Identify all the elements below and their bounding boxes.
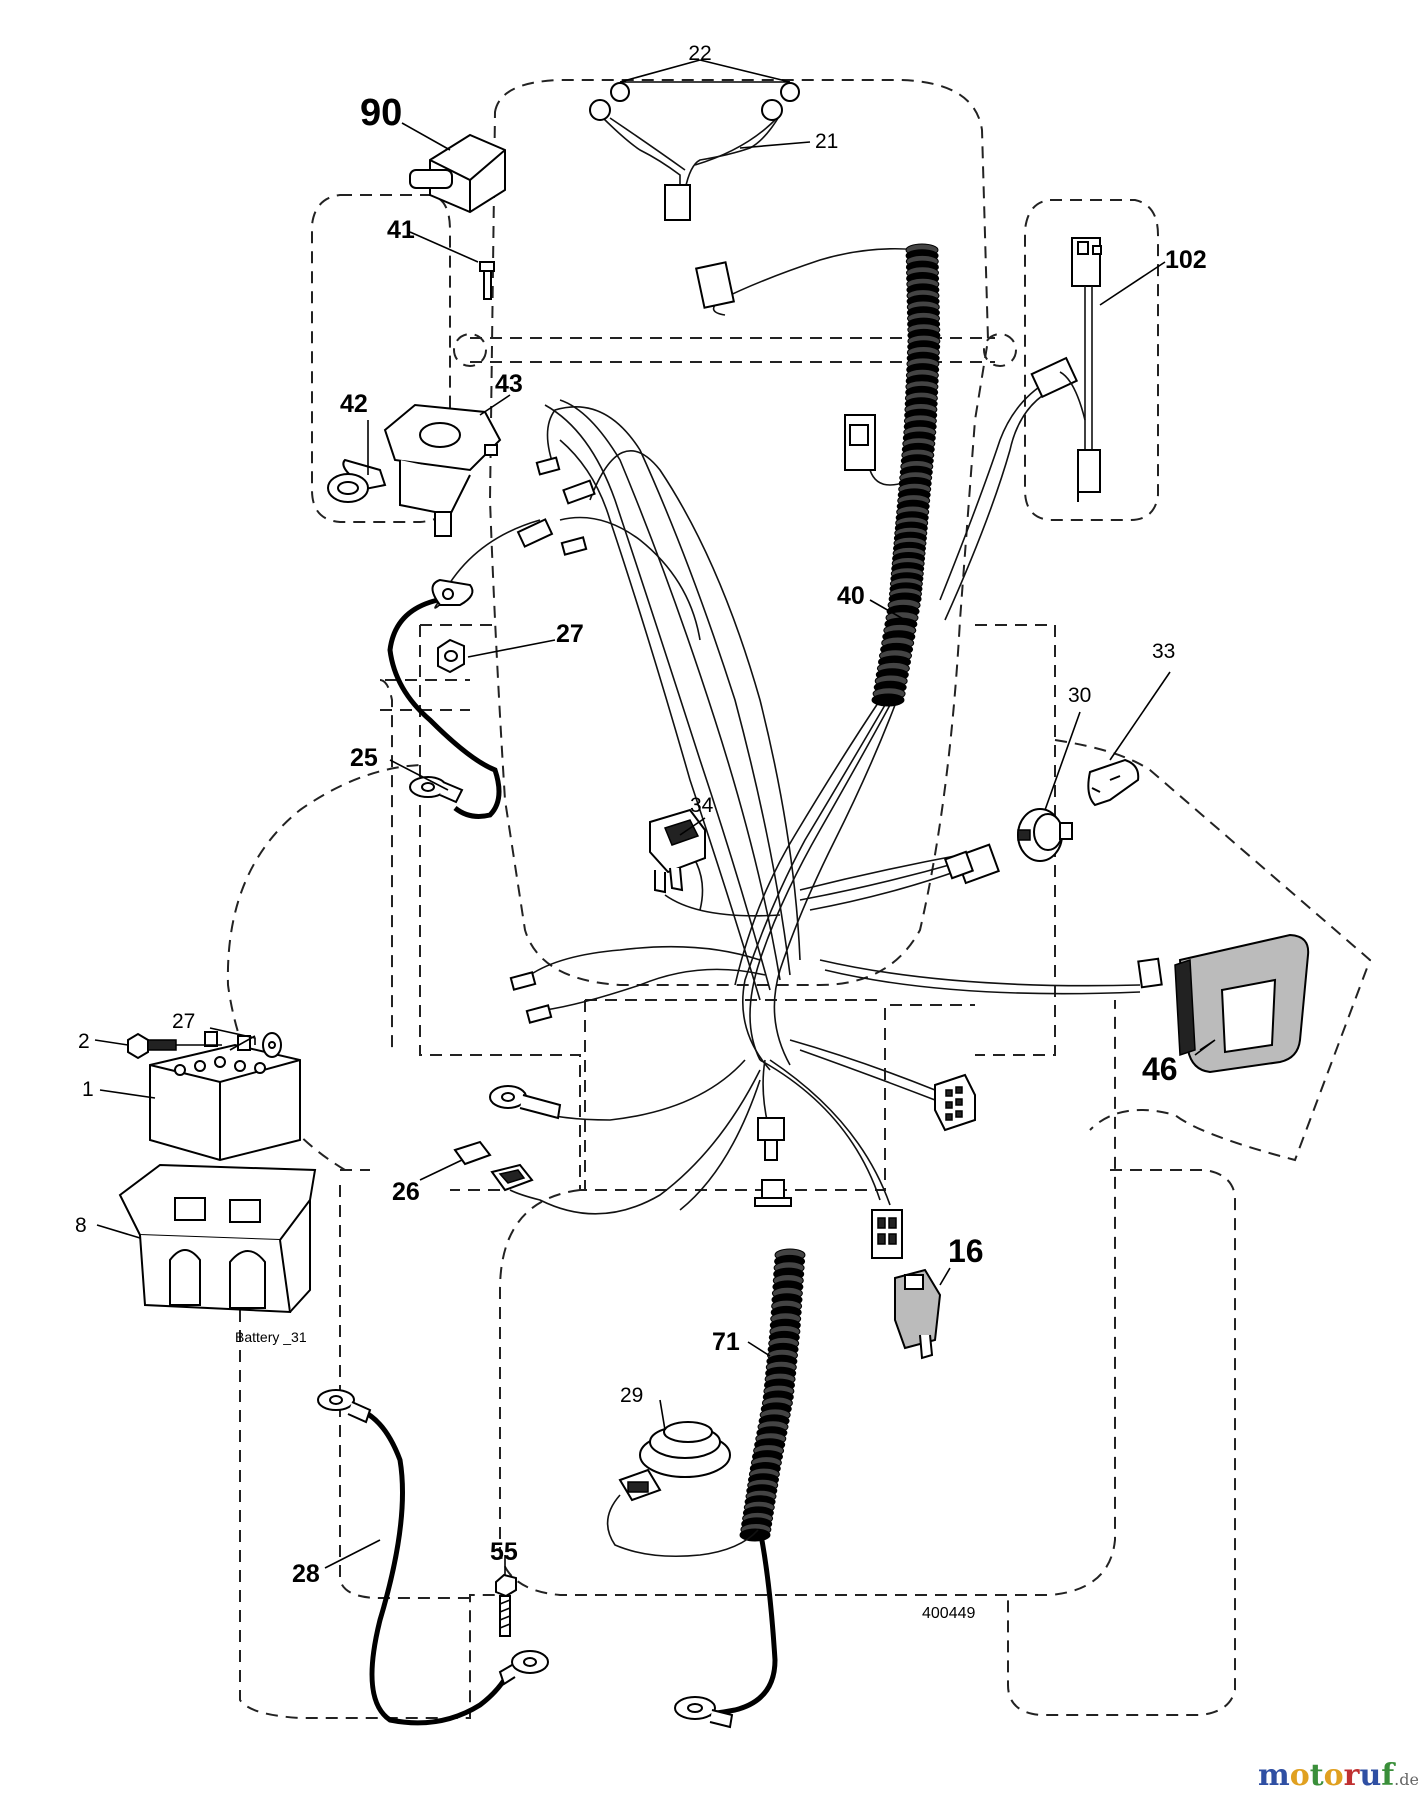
callout-42: 42 <box>340 390 368 418</box>
part-46-headlight <box>1137 933 1310 1074</box>
part-71-plug <box>754 1117 792 1207</box>
callout-1: 1 <box>82 1078 94 1101</box>
part-40-connectors <box>694 261 876 471</box>
part-16-seat-switch <box>894 1268 942 1360</box>
callout-90: 90 <box>360 92 402 134</box>
part-8-battery-tray <box>118 1163 317 1314</box>
callout-71: 71 <box>712 1328 740 1356</box>
part-90-knob <box>409 133 506 214</box>
brand-logo-letter: m <box>1258 1758 1290 1793</box>
callout-16: 16 <box>948 1233 984 1269</box>
part-30-key-switch <box>943 808 1073 885</box>
harness-lower-connector <box>871 1209 903 1259</box>
callout-43: 43 <box>495 370 523 398</box>
chassis-outlines <box>226 79 1372 1719</box>
brand-logo-letter: o <box>1290 1758 1310 1793</box>
part-55-bolt <box>495 1573 517 1637</box>
brand-logo-letter: u <box>1359 1758 1381 1793</box>
brand-logo-suffix: .de <box>1394 1770 1418 1789</box>
brand-logo-text: motoruf <box>1258 1758 1396 1793</box>
callout-8: 8 <box>75 1214 87 1237</box>
figure-number: 400449 <box>922 1605 975 1622</box>
part-27-nut <box>437 638 465 674</box>
brand-logo-letter: t <box>1310 1758 1324 1793</box>
part-71-coiled-conduit <box>739 1248 806 1542</box>
part-43-ignition-switch <box>383 403 502 537</box>
callout-46: 46 <box>1142 1051 1178 1087</box>
callout-30: 30 <box>1068 684 1091 707</box>
battery-caption: Battery _31 <box>235 1329 307 1345</box>
part-41-screw <box>479 261 495 300</box>
part-2-bolt <box>127 1032 222 1060</box>
harness-wires <box>434 114 1141 1215</box>
callout-27b: 27 <box>172 1010 195 1033</box>
callout-33: 33 <box>1152 640 1175 663</box>
brand-logo: motoruf.de <box>1258 1758 1418 1793</box>
part-102-switch-harness <box>1030 237 1102 502</box>
part-33-key <box>1087 758 1140 807</box>
callout-102: 102 <box>1165 246 1207 274</box>
brand-logo-letter: o <box>1324 1758 1344 1793</box>
part-40-coiled-conduit <box>871 243 941 707</box>
part-25-ring-terminal <box>409 776 464 804</box>
callout-21: 21 <box>815 130 838 153</box>
brand-logo-letter: f <box>1381 1758 1396 1793</box>
cables <box>358 597 778 1726</box>
part-1-battery <box>149 1031 301 1162</box>
part-26-fuse-holder <box>453 1140 534 1192</box>
harness-terminals-upper <box>431 456 596 606</box>
brand-logo-letter: r <box>1344 1758 1361 1793</box>
part-28-battery-cable <box>317 1389 549 1686</box>
callout-2: 2 <box>78 1030 90 1053</box>
callout-40: 40 <box>837 582 865 610</box>
callout-28: 28 <box>292 1560 320 1588</box>
callout-27a: 27 <box>556 620 584 648</box>
callout-labels: 90 22 21 41 102 43 42 40 27 33 30 25 34 … <box>75 42 1207 1622</box>
callout-22: 22 <box>688 42 711 65</box>
part-71-ring-terminal <box>674 1696 734 1729</box>
harness-terminals-mid <box>489 971 562 1120</box>
callout-34: 34 <box>690 794 714 817</box>
callout-41: 41 <box>387 216 415 244</box>
part-29-pto-switch <box>606 1421 759 1557</box>
callout-25: 25 <box>350 744 378 772</box>
part-34-rocker-switch <box>649 808 706 894</box>
leader-lines <box>94 59 1216 1575</box>
harness-multi-connector <box>934 1073 976 1132</box>
part-22-bulbs <box>589 82 800 221</box>
part-42-key <box>327 458 387 503</box>
callout-55: 55 <box>490 1538 518 1566</box>
callout-26: 26 <box>392 1178 420 1206</box>
callout-29: 29 <box>620 1384 643 1407</box>
conduit-segment <box>871 693 905 707</box>
conduit-segment <box>739 1528 771 1542</box>
svg-text:motoruf.de: motoruf.de <box>1258 1758 1418 1793</box>
